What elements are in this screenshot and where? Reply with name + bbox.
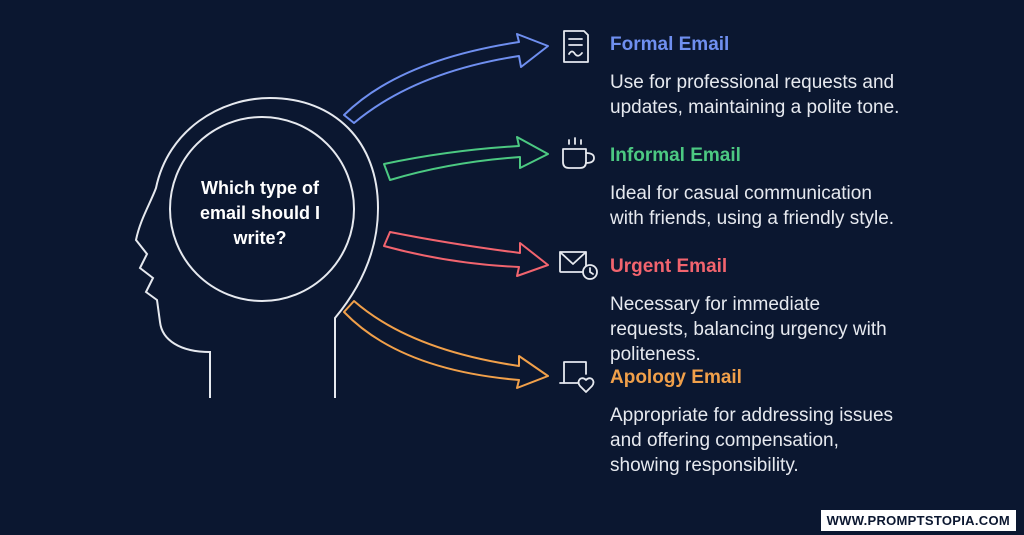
formal-email-description: Use for professional requests and update… [610,72,900,118]
coffee-cup-icon [562,137,595,169]
informal-email-description: Ideal for casual communication with frie… [610,183,895,229]
laptop-heart-icon [559,361,595,393]
head-outline [134,96,380,398]
arrow-formal [343,33,549,124]
arrow-apology [343,300,549,389]
formal-email-title: Formal Email [610,34,730,55]
thought-circle [169,116,355,302]
apology-email-description: Appropriate for addressing issues and of… [610,405,894,476]
urgent-email-description: Necessary for immediate requests, balanc… [610,294,887,365]
arrow-informal [383,136,549,181]
informal-email-title: Informal Email [610,145,741,166]
center-question: Which type of email should I write? [199,178,321,248]
apology-email-title: Apology Email [610,367,742,388]
urgent-email-title: Urgent Email [610,256,728,277]
watermark: WWW.PROMPTSTOPIA.COM [820,510,1016,531]
arrow-urgent [383,231,549,277]
document-signature-icon [563,30,589,63]
envelope-clock-icon [559,251,598,280]
